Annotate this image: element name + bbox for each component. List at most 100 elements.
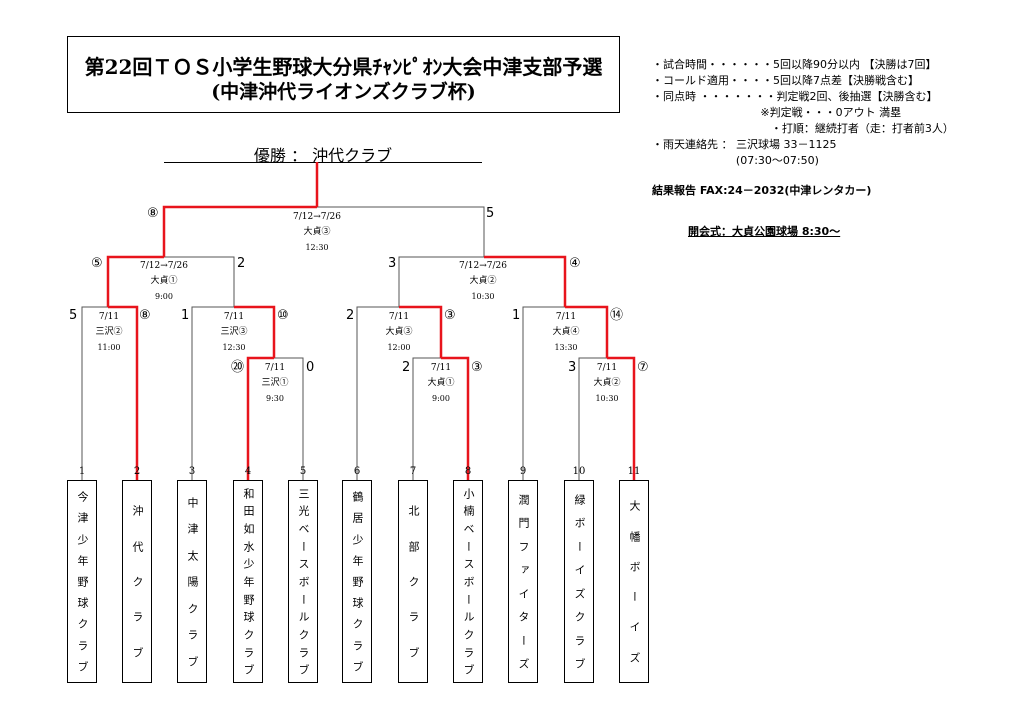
team-name-char: ク (186, 602, 199, 614)
game-date: 7/11 (596, 363, 618, 373)
final-right-branch (317, 206, 485, 257)
team-name-char: ズ (573, 587, 586, 599)
team-name-char: ス (462, 558, 475, 570)
opening-ceremony: 開会式：大貞公園球場 8:30～ (688, 225, 841, 238)
team-name-box: 小楠ベースボールクラブ (453, 480, 483, 683)
team-name-char: 中 (186, 496, 199, 508)
score-q4-right: ⑭ (610, 308, 624, 323)
game-date: 7/12→7/26 (459, 261, 507, 271)
game-time: 10:30 (595, 394, 619, 403)
game-time: 11:00 (97, 343, 121, 352)
team-name-char: ク (76, 618, 89, 630)
winner-label: 優勝 ： 沖代クラブ (253, 146, 393, 165)
team-name-char: ブ (76, 660, 89, 672)
team-name-char: 野 (351, 575, 364, 587)
game-venue: 大貞③ (385, 327, 413, 337)
winner-underline (164, 162, 482, 163)
game-info-q3: 7/11 大貞③ 12:00 (359, 310, 439, 356)
rule-line: ・打順：継続打者（走：打者前3人） (652, 122, 954, 135)
team-name-char: ブ (573, 658, 586, 670)
page-title: 第22回ＴＯＳ小学生野球大分県ﾁｬﾝﾋﾟｵﾝ大会中津支部予選 (84, 55, 603, 79)
team-number: 8 (464, 466, 472, 477)
score-r1b-right: ③ (471, 360, 483, 375)
game-date: 7/11 (430, 363, 452, 373)
score-q1-right: ⑧ (139, 308, 151, 323)
team-name-box: 中津太陽クラブ (177, 480, 207, 683)
r1c-right-branch (607, 356, 636, 480)
team-name-char: 楠 (462, 505, 475, 517)
team-name-char: ブ (407, 646, 420, 658)
game-date: 7/11 (555, 312, 577, 322)
score-r1c-right: ⑦ (637, 360, 649, 375)
team-name-char: フ (517, 540, 530, 552)
team-name-char: 野 (242, 593, 255, 605)
team-name-char: ラ (131, 611, 144, 623)
score-r1c-left: 3 (568, 360, 577, 375)
team-name-box: 潤門ファイターズ (508, 480, 538, 683)
team-number: 3 (188, 466, 196, 477)
team-number: 6 (353, 466, 361, 477)
game-time: 9:30 (266, 394, 284, 403)
rule-line: ・雨天連絡先 ： 三沢球場 33－1125 (652, 138, 837, 151)
team-name-char: イ (628, 621, 641, 633)
game-time: 9:00 (432, 394, 450, 403)
game-date: 7/11 (388, 312, 410, 322)
team-name-char: 如 (242, 522, 255, 534)
r1a-left-branch (246, 356, 274, 480)
score-q3-right: ③ (444, 308, 456, 323)
score-q2-right: ⑩ (277, 308, 289, 323)
q3-right-branch (399, 305, 443, 358)
game-venue: 三沢② (95, 327, 123, 337)
team-name-char: ァ (517, 564, 530, 576)
sf1-left-branch (106, 255, 164, 307)
game-venue: 三沢③ (220, 327, 248, 337)
r1b-right-branch (441, 356, 470, 480)
team-name-char: 三 (297, 487, 310, 499)
team-name-char: ブ (242, 664, 255, 676)
score-q3-left: 2 (346, 308, 355, 323)
team-number: 9 (519, 466, 527, 477)
game-info-q1: 7/11 三沢② 11:00 (69, 310, 149, 356)
team-number: 1 (78, 466, 86, 477)
score-sf1-right: 2 (237, 256, 246, 271)
game-date: 7/12→7/26 (140, 261, 188, 271)
team-name-char: イ (573, 564, 586, 576)
result-report-fax: 結果報告 FAX:24－2032(中津レンタカー) (652, 184, 872, 197)
r1c-left-branch (578, 357, 607, 480)
team-name-char: 光 (297, 505, 310, 517)
score-final-right: 5 (486, 206, 495, 221)
bracket-lines-win (106, 162, 636, 480)
q1-right-branch (108, 305, 139, 480)
team-name-char: 北 (407, 505, 420, 517)
team-name-char: ー (573, 540, 586, 552)
q2-right-branch (234, 305, 276, 358)
sf1-right-branch (164, 256, 235, 307)
team-name-char: ー (628, 591, 641, 603)
team-name-char: 部 (407, 540, 420, 552)
sf2-right-branch (484, 255, 567, 307)
team-name-box: 鶴居少年野球クラブ (342, 480, 372, 683)
team-name-char: 今 (76, 491, 89, 503)
team-name-char: ボ (628, 560, 641, 572)
team-name-char: ラ (351, 639, 364, 651)
game-time: 13:30 (554, 343, 578, 352)
r1a-right-branch (274, 357, 304, 480)
team-name-char: ラ (76, 639, 89, 651)
q4-left-branch (522, 306, 565, 480)
team-number: 5 (299, 466, 307, 477)
team-name-char: 津 (186, 523, 199, 534)
team-name-char: 代 (131, 540, 144, 552)
team-name-char: ボ (462, 575, 475, 587)
team-name-char: ク (297, 628, 310, 640)
team-name-char: ブ (462, 664, 475, 676)
title-box: 第22回ＴＯＳ小学生野球大分県ﾁｬﾝﾋﾟｵﾝ大会中津支部予選 (中津沖代ライオン… (67, 36, 620, 113)
game-time: 9:00 (155, 292, 173, 301)
team-name-char: 津 (76, 512, 89, 524)
team-name-char: 和 (242, 487, 255, 499)
game-venue: 大貞② (593, 378, 621, 388)
team-name-char: ル (297, 611, 310, 623)
game-date: 7/12→7/26 (293, 212, 341, 222)
sf2-left-branch (398, 256, 484, 307)
team-name-char: 太 (186, 549, 199, 561)
rule-line: (07:30～07:50) (652, 154, 819, 167)
